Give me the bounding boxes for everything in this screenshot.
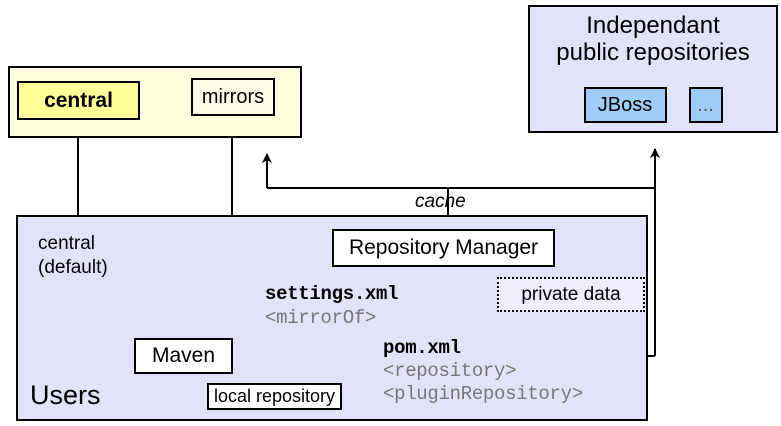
- node-more-repositories[interactable]: ...: [688, 87, 723, 123]
- central-default-line-1: central: [38, 233, 96, 254]
- central-default-annotation: central (default): [38, 232, 108, 280]
- node-mirrors[interactable]: mirrors: [191, 78, 275, 116]
- node-local-repository[interactable]: local repository: [207, 383, 342, 410]
- node-jboss[interactable]: JBoss: [583, 87, 667, 123]
- central-default-line-2: (default): [38, 256, 108, 278]
- title-line-1: Independant: [586, 12, 720, 39]
- node-private-data[interactable]: private data: [497, 277, 645, 312]
- label-cache: cache: [415, 191, 466, 212]
- title-line-2: public repositories: [556, 38, 750, 66]
- users-group-label: Users: [30, 380, 101, 410]
- node-repository-manager[interactable]: Repository Manager: [332, 229, 555, 267]
- independant-repository-chips: JBoss ...: [528, 85, 778, 125]
- node-central[interactable]: central: [17, 81, 140, 120]
- label-pom-xml: pom.xml: [383, 337, 461, 359]
- label-repository-tag: <repository>: [383, 360, 517, 382]
- label-mirror-of-tag: <mirrorOf>: [265, 307, 377, 329]
- label-settings-xml: settings.xml: [265, 283, 399, 305]
- label-plugin-repository-tag: <pluginRepository>: [383, 383, 583, 405]
- independant-public-repositories-title: Independant public repositories: [556, 12, 750, 67]
- node-maven[interactable]: Maven: [134, 338, 233, 374]
